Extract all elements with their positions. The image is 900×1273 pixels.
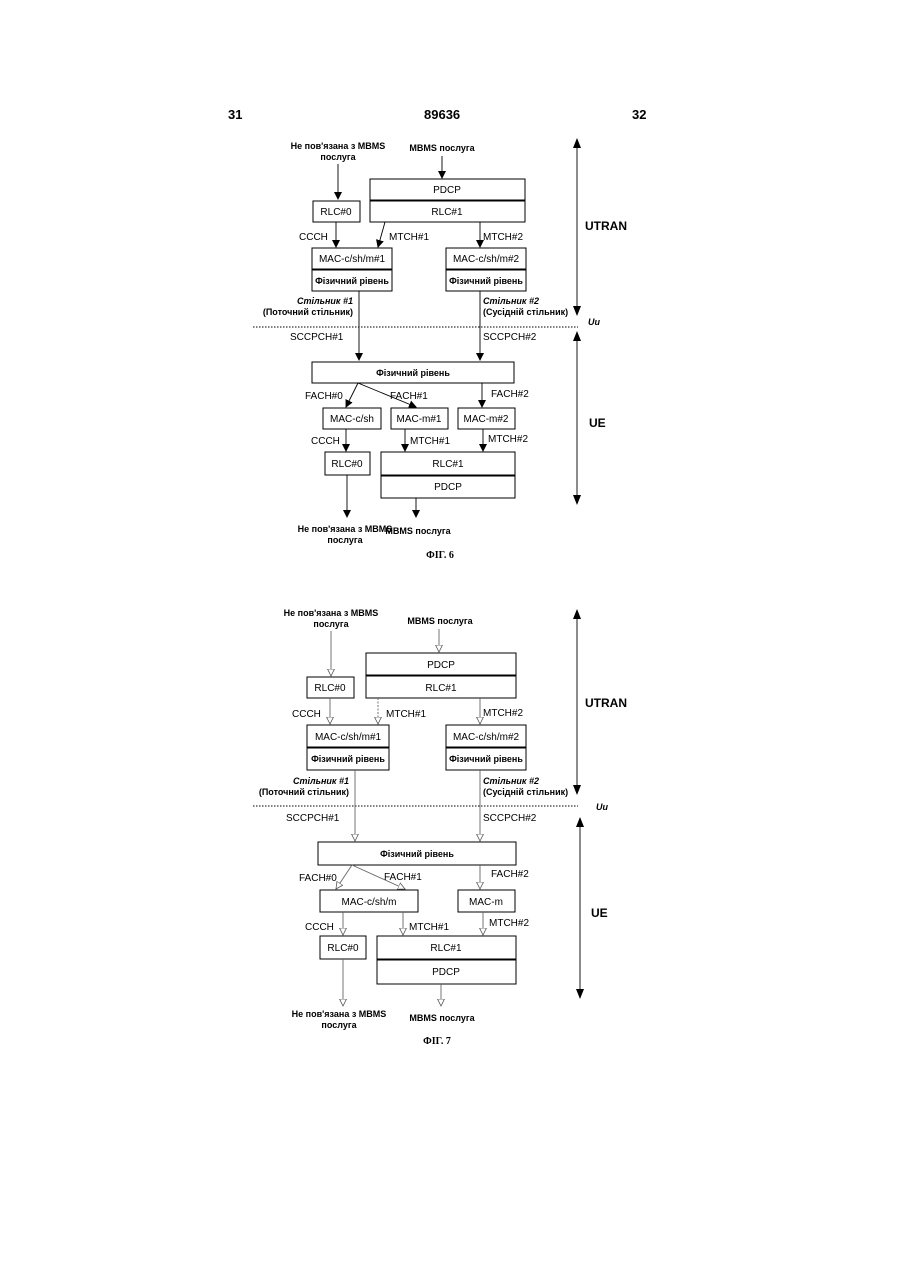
fig6-mtch2-label: MTCH#2	[483, 232, 523, 243]
fig6-mac1-label: MAC-c/sh/m#1	[319, 254, 386, 265]
fig6-fach1-label: FACH#1	[390, 391, 428, 402]
fig6-sccpch2-label: SCCPCH#2	[483, 332, 537, 343]
fig7-sccpch1-label: SCCPCH#1	[286, 813, 340, 824]
fig6-arrow-fach0	[346, 383, 358, 407]
fig6-non-mbms-top-line2: послуга	[320, 152, 356, 162]
fig6-mbms-top: MBMS послуга	[409, 143, 475, 153]
fig6-sccpch1-label: SCCPCH#1	[290, 332, 344, 343]
fig6-ue-mac-m2-label: MAC-m#2	[463, 414, 508, 425]
fig6-cell2-desc: (Сусідній стільник)	[483, 307, 568, 317]
fig7-cell1-desc: (Поточний стільник)	[259, 787, 349, 797]
fig6-ue-ccch-label: CCCH	[311, 436, 340, 447]
fig7-rlc0-label: RLC#0	[314, 683, 346, 694]
fig7-non-mbms-bottom-line1: Не пов'язана з MBMS	[292, 1009, 387, 1019]
fig6-ccch-label: CCCH	[299, 232, 328, 243]
fig7-cell2-desc: (Сусідній стільник)	[483, 787, 568, 797]
fig6-cell1-label: Стільник #1	[297, 296, 353, 306]
fig6-non-mbms-bottom-line2: послуга	[327, 535, 363, 545]
fig6-fach2-label: FACH#2	[491, 389, 529, 400]
fig6-mbms-bottom: MBMS послуга	[385, 526, 451, 536]
fig7-phys1-label: Фізичний рівень	[311, 754, 385, 764]
fig6-cell1-desc: (Поточний стільник)	[263, 307, 353, 317]
fig7-mbms-bottom: MBMS послуга	[409, 1013, 475, 1023]
fig7-rlc1-label: RLC#1	[425, 683, 457, 694]
fig7-cell1-label: Стільник #1	[293, 776, 349, 786]
fig6-phys2-label: Фізичний рівень	[449, 276, 523, 286]
fig7-ccch-label: CCCH	[292, 709, 321, 720]
fig7-sccpch2-label: SCCPCH#2	[483, 813, 537, 824]
fig7-ue-mtch1-label: MTCH#1	[409, 922, 449, 933]
fig7-mac2-label: MAC-c/sh/m#2	[453, 732, 520, 743]
fig7-mbms-top: MBMS послуга	[407, 616, 473, 626]
fig7-non-mbms-top-line2: послуга	[313, 619, 349, 629]
fig7-utran-label: UTRAN	[585, 696, 627, 710]
fig6-rlc1-label: RLC#1	[431, 207, 463, 218]
fig7-non-mbms-top-line1: Не пов'язана з MBMS	[284, 608, 379, 618]
fig6-ue-pdcp-label: PDCP	[434, 482, 462, 493]
fig7-ue-ccch-label: CCCH	[305, 922, 334, 933]
figure-7: Не пов'язана з MBMS послуга MBMS послуга…	[253, 608, 627, 1047]
fig7-mtch1-label: MTCH#1	[386, 709, 426, 720]
figure-6: Не пов'язана з MBMS послуга MBMS послуга…	[253, 141, 627, 561]
fig6-ue-rlc1-label: RLC#1	[432, 459, 464, 470]
fig7-ue-pdcp-label: PDCP	[432, 967, 460, 978]
fig6-pdcp-label: PDCP	[433, 185, 461, 196]
fig6-ue-label: UE	[589, 416, 606, 430]
fig7-phys2-label: Фізичний рівень	[449, 754, 523, 764]
fig7-ue-rlc0-label: RLC#0	[327, 943, 359, 954]
fig6-ue-phys-label: Фізичний рівень	[376, 368, 450, 378]
fig6-non-mbms-bottom-line1: Не пов'язана з MBMS	[298, 524, 393, 534]
fig6-ue-mac-m1-label: MAC-m#1	[396, 414, 441, 425]
fig7-ue-label: UE	[591, 906, 608, 920]
fig7-uu-label: Uu	[596, 802, 608, 812]
fig7-ue-phys-label: Фізичний рівень	[380, 849, 454, 859]
fig6-rlc0-label: RLC#0	[320, 207, 352, 218]
fig7-caption: ФІГ. 7	[423, 1036, 451, 1047]
fig6-ue-mtch1-label: MTCH#1	[410, 436, 450, 447]
fig7-arrow-fach0	[336, 865, 352, 889]
fig6-cell2-label: Стільник #2	[483, 296, 539, 306]
fig7-pdcp-label: PDCP	[427, 660, 455, 671]
fig7-mtch2-label: MTCH#2	[483, 708, 523, 719]
fig7-fach2-label: FACH#2	[491, 869, 529, 880]
fig6-non-mbms-top-line1: Не пов'язана з MBMS	[291, 141, 386, 151]
fig6-utran-label: UTRAN	[585, 219, 627, 233]
fig7-non-mbms-bottom-line2: послуга	[321, 1020, 357, 1030]
fig6-mtch1-label: MTCH#1	[389, 232, 429, 243]
fig6-arrow-mtch1	[378, 222, 385, 247]
fig7-cell2-label: Стільник #2	[483, 776, 539, 786]
fig6-mac2-label: MAC-c/sh/m#2	[453, 254, 520, 265]
fig6-ue-mac-csh-label: MAC-c/sh	[330, 414, 374, 425]
fig7-fach0-label: FACH#0	[299, 873, 337, 884]
fig6-uu-label: Uu	[588, 317, 600, 327]
fig7-fach1-label: FACH#1	[384, 872, 422, 883]
fig7-ue-mtch2-label: MTCH#2	[489, 918, 529, 929]
fig6-ue-rlc0-label: RLC#0	[331, 459, 363, 470]
fig6-ue-mtch2-label: MTCH#2	[488, 434, 528, 445]
fig7-mac1-label: MAC-c/sh/m#1	[315, 732, 382, 743]
fig6-caption: ФІГ. 6	[426, 550, 454, 561]
fig6-phys1-label: Фізичний рівень	[315, 276, 389, 286]
fig7-ue-rlc1-label: RLC#1	[430, 943, 462, 954]
fig6-fach0-label: FACH#0	[305, 391, 343, 402]
fig7-ue-mac-cshm-label: MAC-c/sh/m	[342, 897, 397, 908]
fig7-ue-mac-m-label: MAC-m	[469, 897, 503, 908]
